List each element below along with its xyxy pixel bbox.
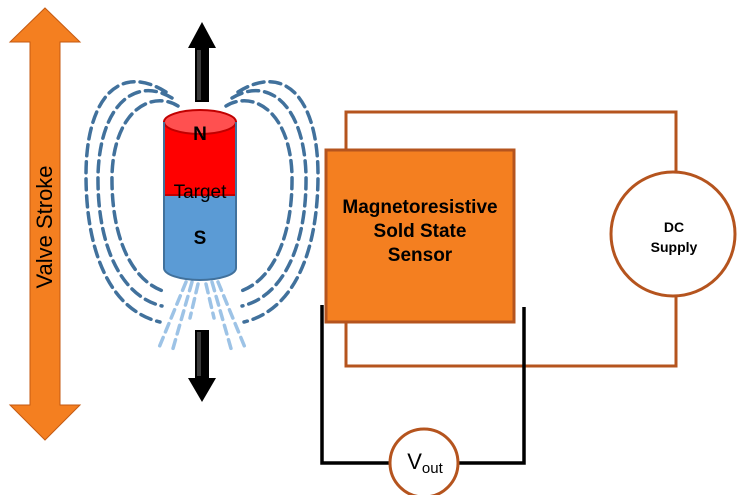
vout-label: Vout bbox=[407, 449, 443, 477]
magnet-target bbox=[163, 109, 237, 281]
sensor-label: Magnetoresistive Sold State Sensor bbox=[342, 197, 498, 266]
magnetic-field-lines-lower bbox=[156, 280, 248, 354]
magnet-south-label: S bbox=[193, 228, 207, 249]
magnet-north-label: N bbox=[193, 124, 207, 145]
dc-supply-label: DC Supply bbox=[650, 219, 698, 255]
magnetic-field-lines bbox=[84, 80, 320, 324]
valve-stroke-arrow bbox=[8, 7, 82, 441]
magnet-target-label: Target bbox=[173, 182, 227, 203]
motion-arrow-down-icon bbox=[188, 330, 216, 402]
vout-meter bbox=[388, 427, 460, 495]
sensor-box bbox=[324, 148, 516, 324]
dc-supply bbox=[609, 170, 737, 298]
motion-arrow-up-icon bbox=[188, 22, 216, 102]
output-wire bbox=[320, 305, 526, 465]
